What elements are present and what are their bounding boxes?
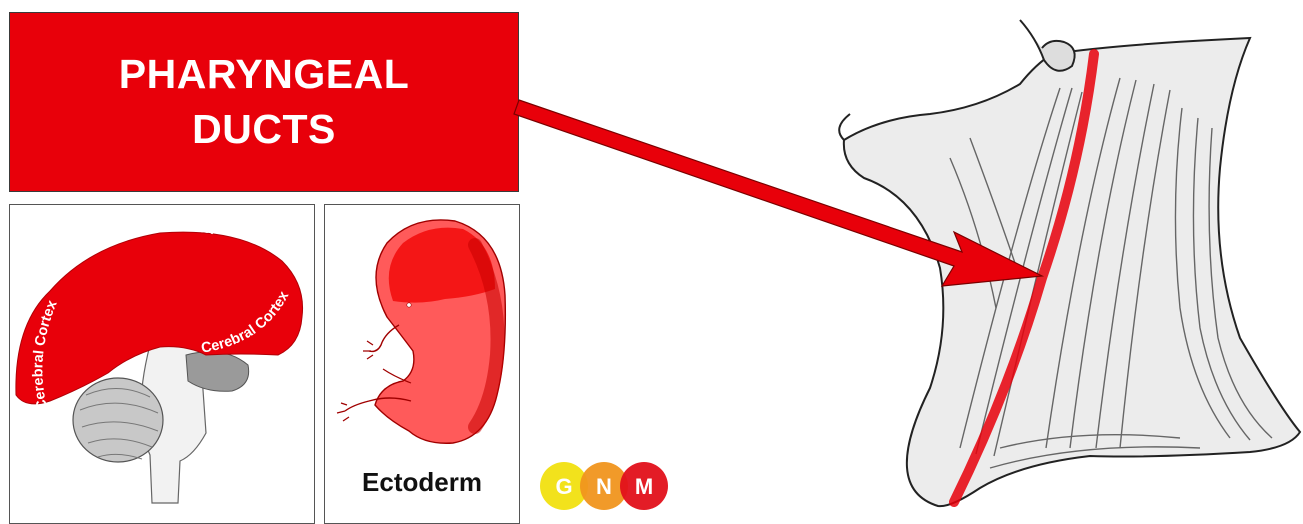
brain-panel: Cerebral Cortex Cerebral Cortex Cerebral… (9, 204, 315, 524)
neck-illustration (820, 8, 1303, 510)
title-line-2: DUCTS (192, 102, 336, 157)
ear (1020, 20, 1075, 71)
embryo-panel: Ectoderm (324, 204, 520, 524)
ectoderm-label: Ectoderm (325, 467, 519, 498)
logo-letter-g: G (555, 474, 572, 499)
gnm-logo: G N M (538, 461, 678, 511)
title-box: PHARYNGEAL DUCTS (9, 12, 519, 192)
logo-letter-n: N (596, 474, 612, 499)
logo-letter-m: M (635, 474, 653, 499)
cerebellum (73, 378, 163, 462)
brain-illustration: Cerebral Cortex Cerebral Cortex Cerebral… (10, 205, 315, 524)
title-line-1: PHARYNGEAL (119, 47, 410, 102)
